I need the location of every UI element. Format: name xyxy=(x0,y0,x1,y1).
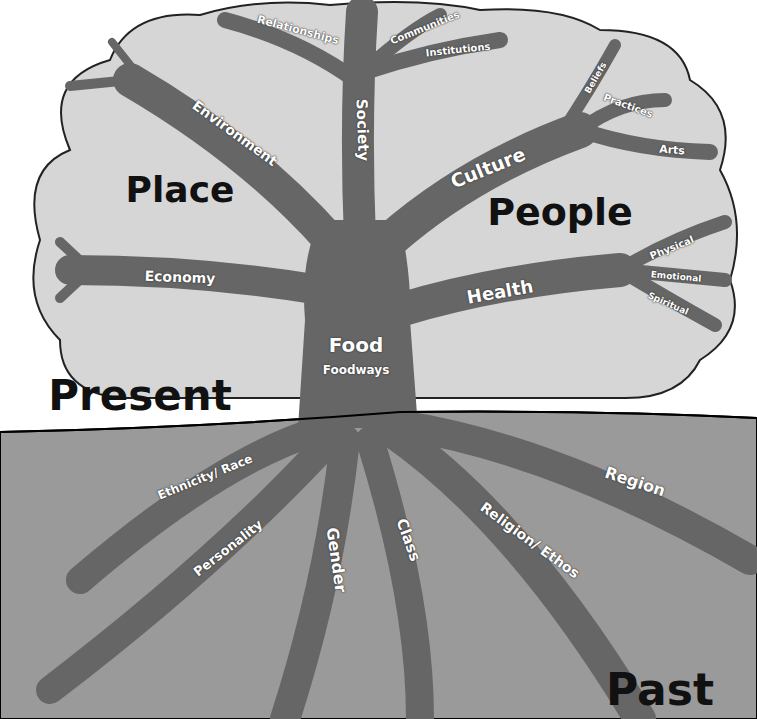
branch-label: Economy xyxy=(144,269,215,285)
section-label: Place xyxy=(126,172,235,208)
branch-label: Foodways xyxy=(323,364,390,376)
branch-label: Arts xyxy=(659,144,685,157)
trunk xyxy=(298,220,418,428)
branches xyxy=(50,12,750,719)
section-label: Past xyxy=(606,668,714,712)
branch-label: Food xyxy=(329,335,384,355)
section-label: People xyxy=(487,193,633,231)
ground xyxy=(0,412,757,719)
branch-label: Society xyxy=(353,99,370,162)
section-label: Present xyxy=(48,375,231,417)
